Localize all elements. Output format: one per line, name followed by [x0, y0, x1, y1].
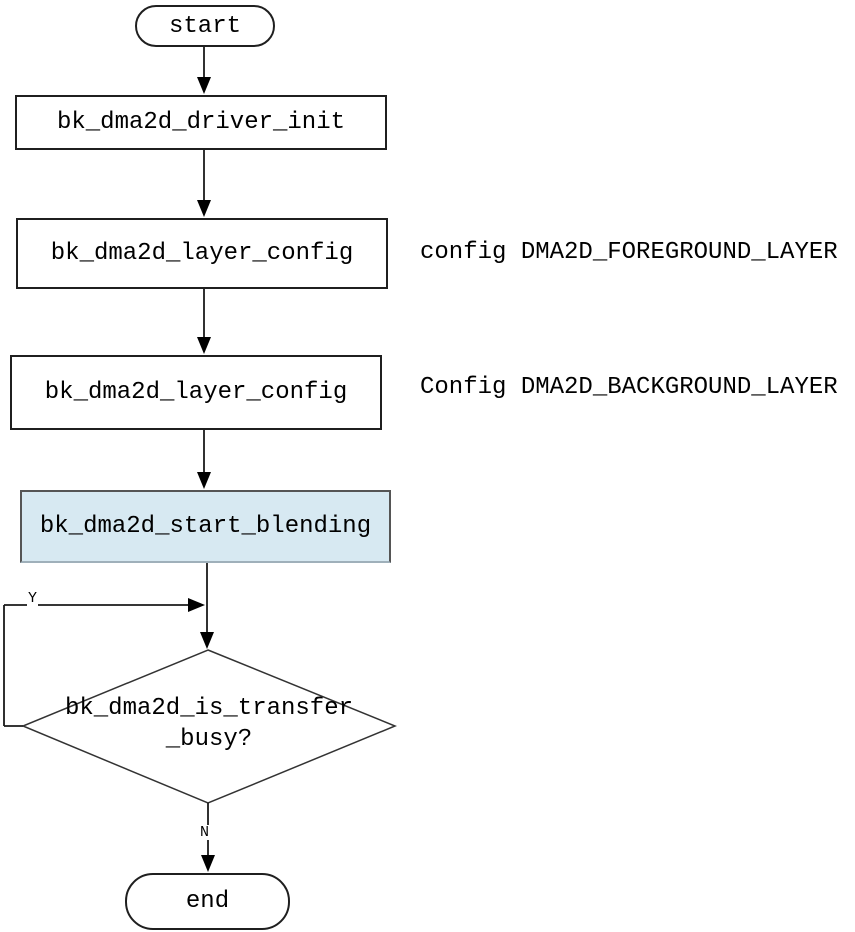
annotation-background-layer: Config DMA2D_BACKGROUND_LAYER [420, 374, 838, 401]
node-start: start [135, 5, 275, 47]
node-end: end [125, 873, 290, 930]
decision-label-line1: bk_dma2d_is_transfer [64, 695, 354, 722]
arrowhead-layer-config-fg [197, 200, 211, 217]
edge-label-no: N [199, 824, 211, 841]
decision-label-line2: _busy? [165, 726, 253, 753]
node-layer-config-foreground: bk_dma2d_layer_config [16, 218, 388, 289]
arrowhead-driver-init [197, 77, 211, 94]
annotation-foreground-layer: config DMA2D_FOREGROUND_LAYER [420, 239, 838, 266]
arrowhead-loop-rejoin [188, 598, 205, 612]
node-driver-init: bk_dma2d_driver_init [15, 95, 387, 150]
edge-label-yes: Y [27, 590, 39, 607]
arrowhead-decision [200, 632, 214, 649]
arrowhead-start-blending [197, 472, 211, 489]
arrowhead-layer-config-bg [197, 337, 211, 354]
node-layer-config-background: bk_dma2d_layer_config [10, 355, 382, 430]
arrowhead-end [201, 855, 215, 872]
node-decision-label: bk_dma2d_is_transfer _busy? [23, 693, 395, 755]
node-start-blending: bk_dma2d_start_blending [20, 490, 391, 563]
